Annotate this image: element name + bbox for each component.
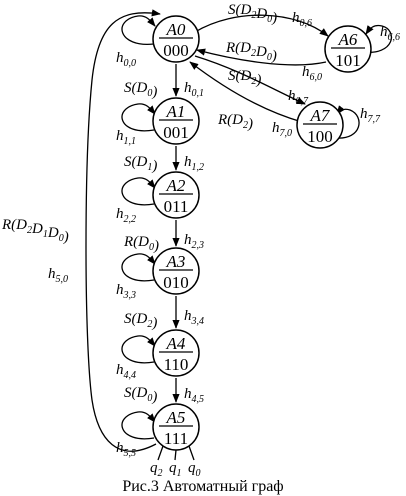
state-a2-code: 011 — [164, 197, 189, 216]
output-tick-q0 — [188, 445, 195, 461]
cond-a0-a6: S(D2D0) — [228, 2, 277, 26]
trans-h45: h4,5 — [184, 386, 204, 405]
state-a2-name: A2 — [166, 176, 186, 195]
output-tick-q1 — [174, 449, 177, 461]
edge-a5-a0 — [85, 9, 161, 452]
state-a0-name: A0 — [166, 20, 186, 39]
state-a3-code: 010 — [163, 273, 189, 292]
loop-a7 — [335, 105, 360, 139]
state-a1-code: 001 — [163, 123, 189, 142]
edge-a7-a0 — [189, 61, 303, 123]
edge-a0-a7 — [194, 55, 306, 105]
state-a6: A6 101 — [324, 25, 372, 73]
edge-a6-a0 — [196, 48, 327, 66]
cond-a4-a5: S(D0) — [124, 385, 157, 405]
trans-h60: h6,0 — [302, 64, 322, 83]
state-a7-code: 100 — [307, 127, 333, 146]
state-a7: A7 100 — [296, 101, 344, 149]
state-a4: A4 110 — [152, 329, 200, 377]
state-a3-name: A3 — [166, 252, 186, 271]
trans-h50: h5,0 — [48, 266, 68, 285]
state-a2: A2 011 — [152, 171, 200, 219]
cond-a2-a3: R(D0) — [123, 234, 159, 254]
state-a5: A5 111 — [152, 403, 200, 451]
edge-a0-a6 — [194, 14, 329, 37]
trans-h77: h7,7 — [360, 106, 381, 125]
state-a5-code: 111 — [164, 429, 188, 448]
figure-caption: Рис.3 Автоматный граф — [122, 478, 283, 495]
loop-a0 — [121, 15, 156, 45]
trans-h22: h2,2 — [116, 206, 136, 225]
loop-a6 — [361, 24, 392, 53]
state-a6-code: 101 — [335, 51, 361, 70]
output-q1: q1 — [169, 460, 182, 479]
cond-a1-a2: S(D1) — [124, 154, 157, 174]
cond-a0-a1: S(D0) — [124, 80, 157, 100]
state-a3: A3 010 — [152, 247, 200, 295]
trans-h00: h0,0 — [116, 50, 136, 69]
loop-a2 — [121, 177, 156, 206]
cond-a0-a7: S(D2) — [228, 68, 261, 88]
state-a4-code: 110 — [164, 355, 189, 374]
output-q0: q0 — [188, 460, 201, 479]
state-a7-name: A7 — [310, 106, 331, 125]
state-a0: A0 000 — [152, 15, 200, 63]
state-a4-name: A4 — [166, 334, 186, 353]
cond-a3-a4: S(D2) — [124, 311, 157, 331]
trans-h34: h3,4 — [184, 308, 204, 327]
state-a5-name: A5 — [166, 408, 186, 427]
loop-a4 — [121, 335, 156, 364]
trans-h12: h1,2 — [184, 154, 204, 173]
loop-a5 — [121, 411, 156, 440]
output-tick-q2 — [157, 445, 164, 461]
loop-a1 — [121, 103, 156, 132]
trans-h70: h7,0 — [272, 120, 292, 139]
loop-a3 — [121, 253, 156, 282]
trans-h23: h2,3 — [184, 232, 204, 251]
state-a1-name: A1 — [166, 102, 186, 121]
trans-h33: h3,3 — [116, 282, 136, 301]
trans-h01: h0,1 — [184, 80, 204, 99]
cond-a6-a0: R(D2D0) — [225, 40, 277, 64]
trans-h66: h6,6 — [380, 24, 400, 43]
cond-a7-a0: R(D2) — [217, 112, 253, 132]
trans-h07: h0,7 — [288, 88, 309, 107]
trans-h44: h4,4 — [116, 362, 136, 381]
state-a6-name: A6 — [338, 30, 358, 49]
state-a0-code: 000 — [163, 41, 189, 60]
state-a1: A1 001 — [152, 97, 200, 145]
output-q2: q2 — [150, 460, 163, 479]
trans-h55: h5,5 — [116, 440, 136, 459]
trans-h11: h1,1 — [116, 128, 136, 147]
trans-h06: h0,6 — [292, 10, 312, 29]
cond-a5-a0: R(D2D1D0) — [1, 217, 69, 245]
